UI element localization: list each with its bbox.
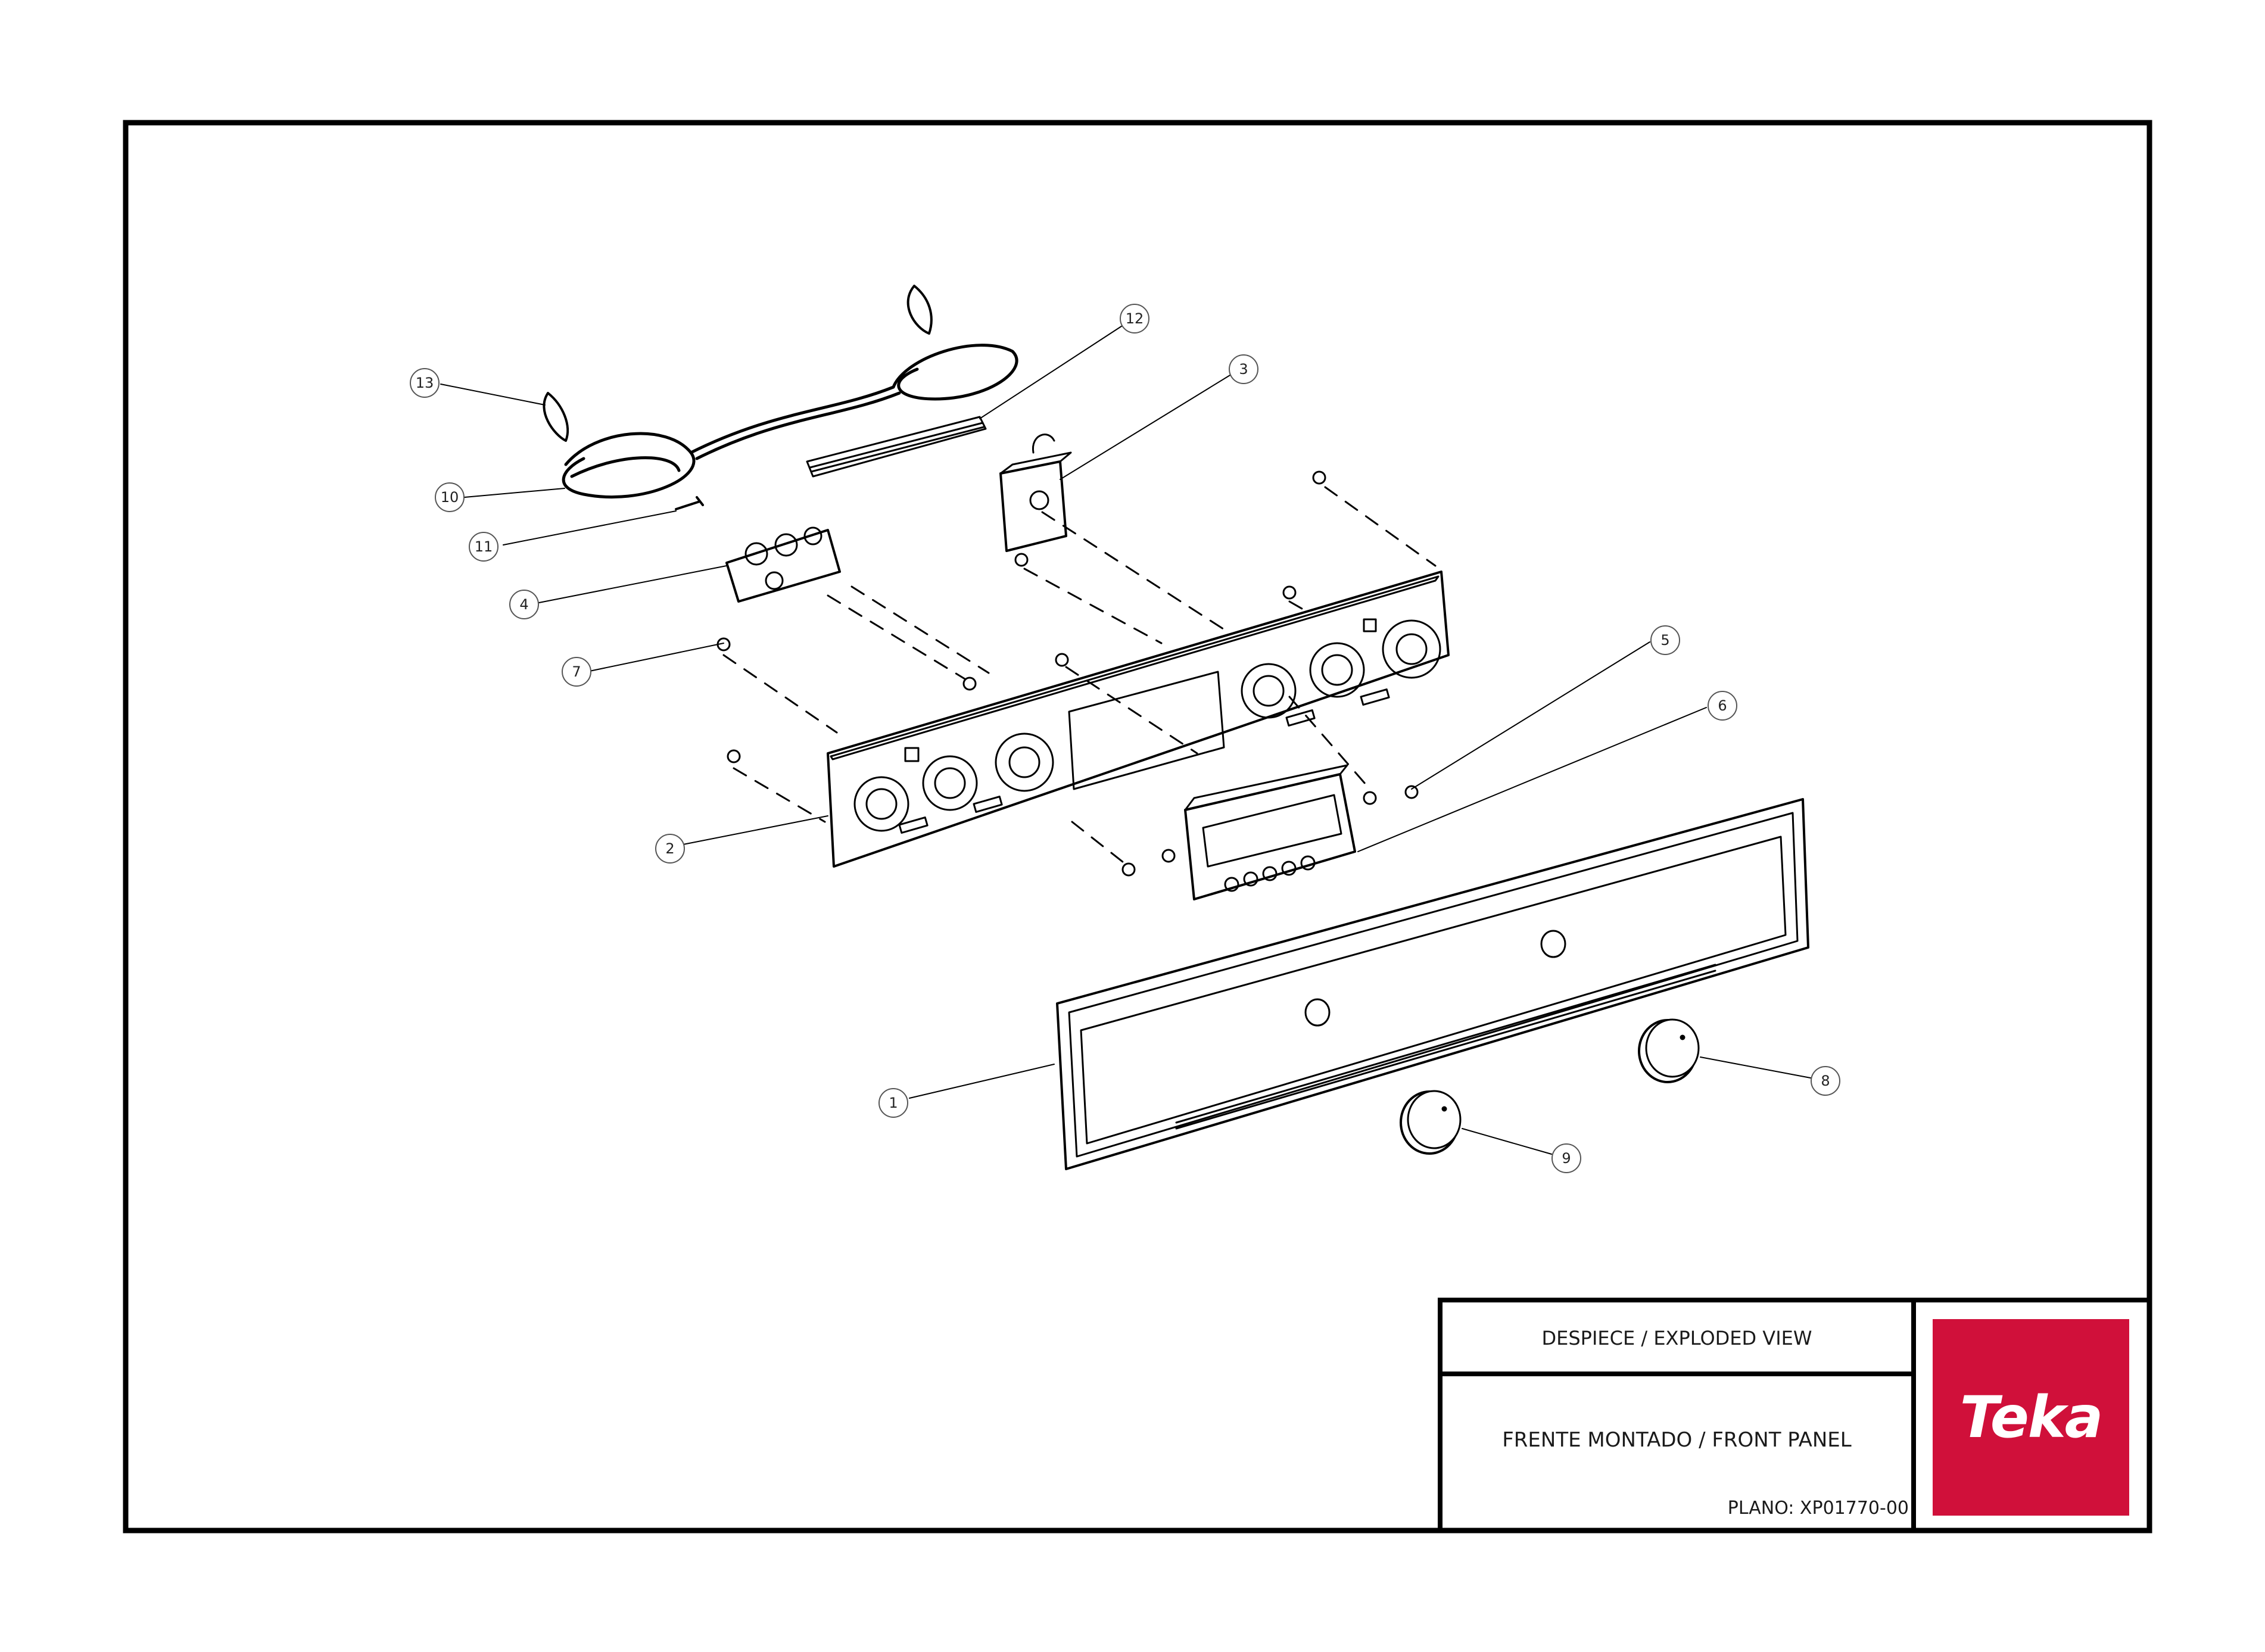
svg-text:3: 3 (1239, 361, 1248, 378)
selector-switch-part-4 (725, 526, 841, 603)
assembly-guides (722, 486, 1437, 868)
svg-text:4: 4 (519, 596, 528, 613)
callout-3: 3 (1229, 354, 1258, 384)
drawing-subtitle: FRENTE MONTADO / FRONT PANEL (1502, 1428, 1852, 1452)
control-frame-part-2 (827, 571, 1450, 868)
drawing-frame (123, 120, 2152, 1533)
svg-text:8: 8 (1821, 1073, 1830, 1089)
callout-10: 10 (435, 482, 465, 512)
callout-leaders (440, 321, 1811, 1155)
svg-text:5: 5 (1660, 632, 1669, 649)
callout-7: 7 (562, 657, 591, 687)
teka-logo: Teka (1933, 1319, 2129, 1516)
callout-8: 8 (1811, 1066, 1840, 1096)
svg-text:10: 10 (441, 489, 459, 506)
svg-text:12: 12 (1126, 310, 1144, 327)
terminal-part-11 (675, 496, 704, 510)
svg-text:11: 11 (475, 538, 493, 555)
title-block (1438, 1298, 2152, 1533)
svg-text:13: 13 (416, 375, 434, 391)
connector-part-13 (543, 285, 933, 442)
svg-text:1: 1 (889, 1095, 898, 1111)
drawing-title: DESPIECE / EXPLODED VIEW (1541, 1327, 1812, 1349)
knob-part-9 (1400, 1090, 1462, 1155)
svg-text:6: 6 (1718, 697, 1727, 714)
plan-number: PLANO: XP01770-00 (1727, 1498, 1909, 1519)
callout-5: 5 (1650, 625, 1680, 655)
svg-text:9: 9 (1562, 1150, 1571, 1167)
callout-9: 9 (1551, 1143, 1581, 1173)
sensor-strip-part-12 (806, 416, 987, 478)
wiring-harness-part-10 (562, 344, 1018, 498)
thermostat-part-3 (999, 434, 1072, 552)
callout-13: 13 (410, 368, 440, 398)
teka-logo-box (1933, 1319, 2129, 1516)
callout-6: 6 (1708, 691, 1737, 721)
callout-11: 11 (469, 532, 499, 562)
callout-2: 2 (655, 834, 685, 864)
teka-logo-text: Teka (1959, 1384, 2104, 1451)
front-panel-part-1 (1056, 798, 1809, 1170)
exploded-view-drawing (440, 285, 1811, 1170)
knob-part-8 (1638, 1018, 1700, 1083)
svg-text:7: 7 (572, 663, 581, 680)
screws-parts-5-7 (716, 470, 1419, 877)
callout-1: 1 (878, 1088, 908, 1118)
display-module-part-6 (1184, 764, 1356, 900)
callouts: 1 2 3 4 5 6 7 8 9 10 11 12 13 (410, 304, 1840, 1173)
svg-text:2: 2 (665, 840, 674, 857)
callout-12: 12 (1120, 304, 1149, 333)
callout-4: 4 (509, 590, 539, 619)
